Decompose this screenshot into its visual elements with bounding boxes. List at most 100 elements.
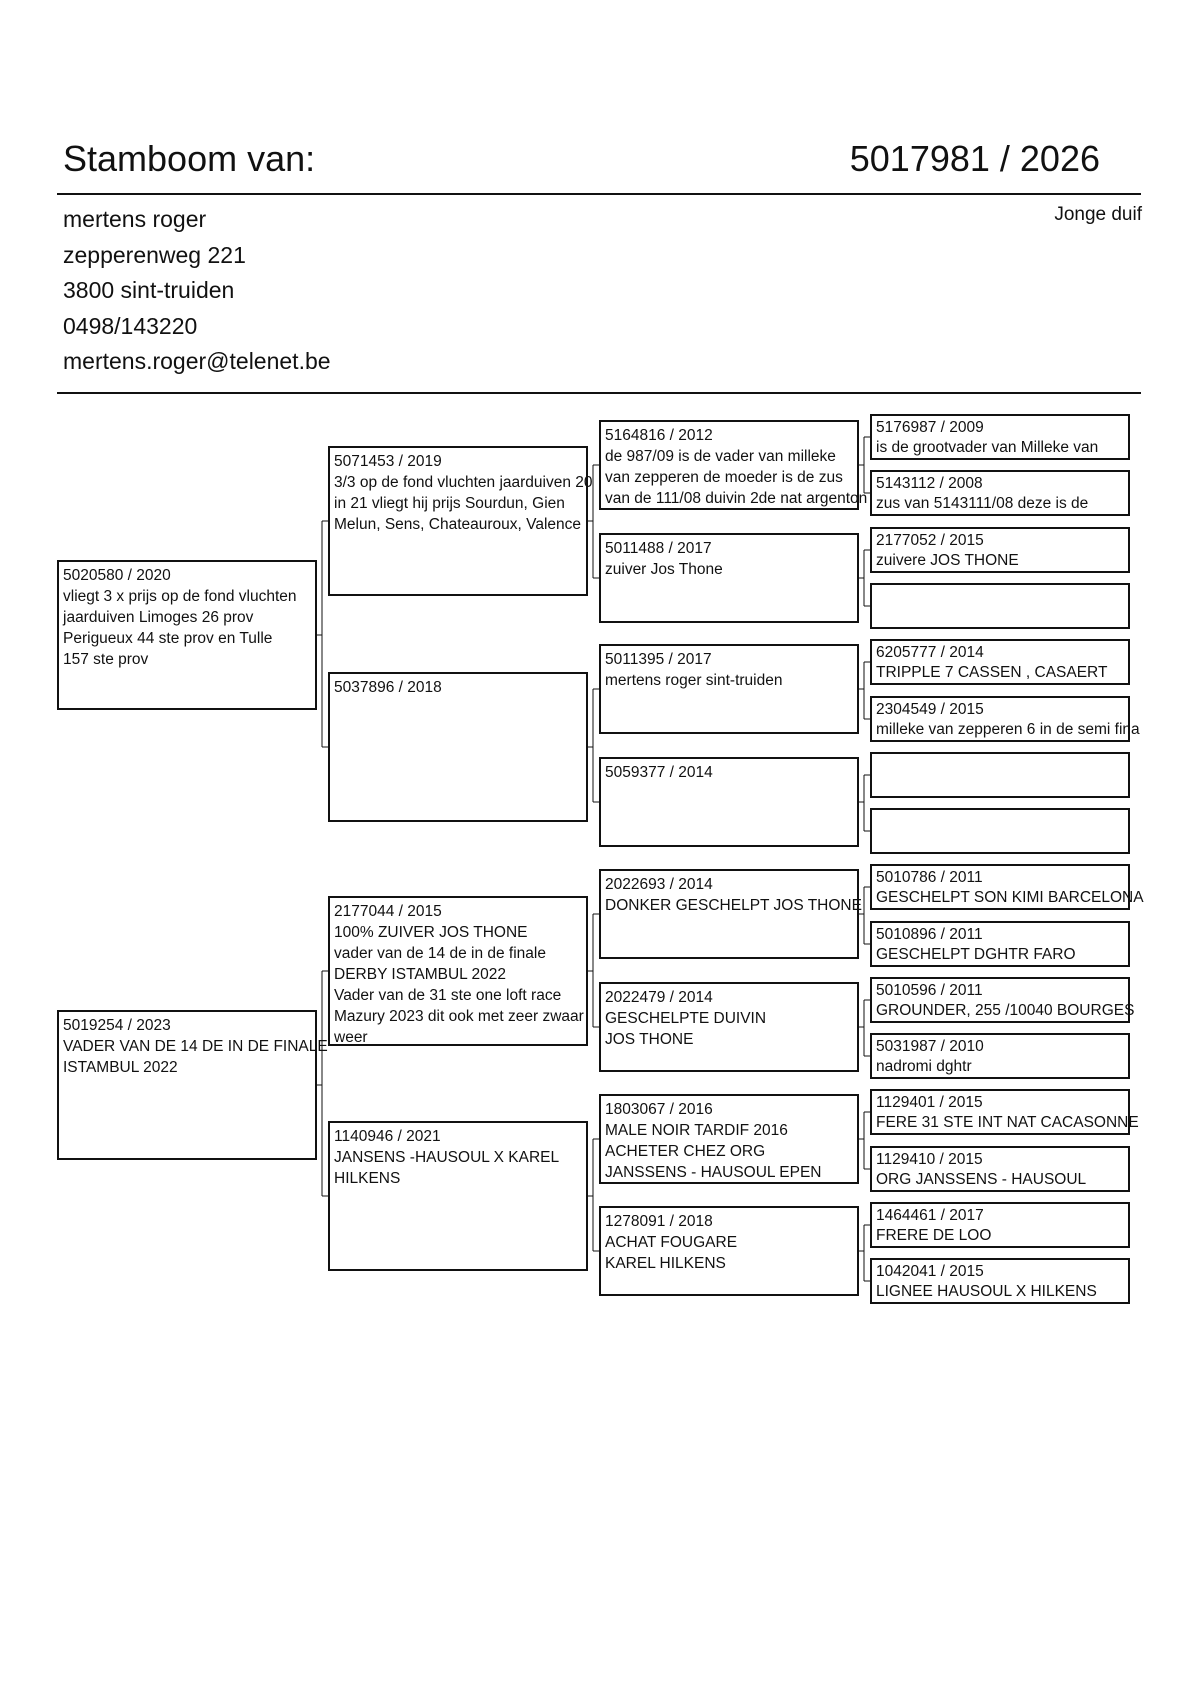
pedigree-gen1-bird-1: 5020580 / 2020 vliegt 3 x prijs op de fon… [57, 560, 317, 710]
bird-ring-number: 5037896 / 2018 [334, 679, 442, 696]
bird-note-line: JANSSENS - HAUSOUL EPEN [605, 1164, 822, 1181]
bird-note-line: HILKENS [334, 1170, 401, 1187]
bird-note-line: KAREL HILKENS [605, 1255, 726, 1272]
pedigree-gen4-bird-4 [870, 583, 1130, 629]
bird-ring-number: 5011488 / 2017 [605, 540, 712, 557]
page-title: Stamboom van: [63, 138, 316, 179]
bird-ring-number: 2022479 / 2014 [605, 989, 713, 1006]
bird-note-line: GESCHELPT DGHTR FARO [876, 946, 1076, 963]
bird-note-line: Vader van de 31 ste one loft race [334, 987, 562, 1004]
pedigree-gen2-bird-2: 5037896 / 2018 [328, 672, 588, 822]
pedigree-gen4-bird-7 [870, 752, 1130, 798]
owner-street: zepperenweg 221 [63, 241, 246, 268]
bird-ring-number: 5164816 / 2012 [605, 427, 713, 444]
bird-ring-number: 2022693 / 2014 [605, 876, 713, 893]
pigeon-ring-number: 5017981 / 2026 [849, 138, 1100, 179]
bird-note-line: 3/3 op de fond vluchten jaarduiven 20 [334, 474, 593, 491]
bird-ring-number: 5031987 / 2010 [876, 1038, 984, 1055]
bird-note-line: MALE NOIR TARDIF 2016 [605, 1122, 788, 1139]
bird-note-line: 100% ZUIVER JOS THONE [334, 924, 528, 941]
bird-note-line: ACHETER CHEZ ORG [605, 1143, 766, 1160]
header-divider [57, 193, 1141, 195]
bird-note-line: LIGNEE HAUSOUL X HILKENS [876, 1283, 1097, 1300]
bird-note-line: in 21 vliegt hij prijs Sourdun, Gien [334, 495, 565, 512]
bird-note-line: 157 ste prov [63, 651, 149, 668]
bird-note-line: Perigueux 44 ste prov en Tulle [63, 630, 273, 647]
owner-divider [57, 392, 1141, 394]
owner-phone: 0498/143220 [63, 312, 198, 339]
bird-ring-number: 6205777 / 2014 [876, 644, 984, 661]
pedigree-gen4-bird-12: 5031987 / 2010 nadromi dghtr [870, 1033, 1130, 1079]
pedigree-gen4-bird-6: 2304549 / 2015 milleke van zepperen 6 in … [870, 696, 1140, 742]
bird-note-line: GESCHELPT SON KIMI BARCELONA [876, 889, 1144, 906]
bird-note-line: vliegt 3 x prijs op de fond vluchten [63, 588, 297, 605]
bird-ring-number: 1129401 / 2015 [876, 1094, 983, 1111]
bird-note-line: FERE 31 STE INT NAT CACASONNE [876, 1114, 1139, 1131]
bird-note-line: ORG JANSSENS - HAUSOUL [876, 1171, 1087, 1188]
bird-note-line: JANSENS -HAUSOUL X KAREL [334, 1149, 560, 1166]
bird-ring-number: 5019254 / 2023 [63, 1017, 171, 1034]
bird-note-line: jaarduiven Limoges 26 prov [63, 609, 254, 626]
bird-note-line: Mazury 2023 dit ook met zeer zwaar [334, 1008, 584, 1025]
bird-ring-number: 2304549 / 2015 [876, 701, 984, 718]
pedigree-gen3-bird-4: 5059377 / 2014 [599, 757, 859, 847]
bird-note-line: DERBY ISTAMBUL 2022 [334, 966, 507, 983]
bird-note-line: zuivere JOS THONE [876, 552, 1019, 569]
bird-note-line: nadromi dghtr [876, 1058, 972, 1075]
bird-note-line: van de 111/08 duivin 2de nat argenton [605, 490, 868, 507]
bird-note-line: weer [334, 1029, 368, 1046]
bird-ring-number: 5059377 / 2014 [605, 764, 713, 781]
bird-note-line: GESCHELPTE DUIVIN [605, 1010, 767, 1027]
pigeon-category: Jonge duif [1054, 204, 1142, 225]
bird-note-line: zuiver Jos Thone [605, 561, 723, 578]
bird-note-line: TRIPPLE 7 CASSEN , CASAERT [876, 664, 1108, 681]
owner-details: mertens roger zepperenweg 221 3800 sint-… [63, 202, 331, 380]
bird-ring-number: 2177044 / 2015 [334, 903, 442, 920]
bird-ring-number: 2177052 / 2015 [876, 532, 984, 549]
bird-ring-number: 5143112 / 2008 [876, 475, 983, 492]
bird-ring-number: 5010596 / 2011 [876, 982, 983, 999]
bird-ring-number: 1140946 / 2021 [334, 1128, 441, 1145]
owner-city: 3800 sint-truiden [63, 277, 235, 303]
bird-ring-number: 5011395 / 2017 [605, 651, 712, 668]
bird-note-line: DONKER GESCHELPT JOS THONE [605, 897, 862, 914]
pedigree-gen3-bird-3: 5011395 / 2017 mertens roger sint-truiden [599, 644, 859, 734]
bird-note-line: de 987/09 is de vader van milleke [605, 448, 836, 465]
bird-note-line: GROUNDER, 255 /10040 BOURGES [876, 1002, 1135, 1019]
bird-ring-number: 1278091 / 2018 [605, 1213, 713, 1230]
owner-email: mertens.roger@telenet.be [63, 348, 331, 374]
bird-note-line: vader van de 14 de in de finale [334, 945, 546, 962]
pedigree-gen2-bird-3: 2177044 / 2015 100% ZUIVER JOS THONE vader… [328, 896, 588, 1046]
bird-note-line: Melun, Sens, Chateauroux, Valence [334, 516, 582, 533]
bird-ring-number: 1129410 / 2015 [876, 1151, 983, 1168]
bird-note-line: is de grootvader van Milleke van [876, 439, 1099, 456]
bird-ring-number: 5010896 / 2011 [876, 926, 983, 943]
bird-note-line: ACHAT FOUGARE [605, 1234, 738, 1251]
bird-ring-number: 5010786 / 2011 [876, 869, 983, 886]
bird-note-line: VADER VAN DE 14 DE IN DE FINALE [63, 1038, 328, 1055]
bird-ring-number: 5020580 / 2020 [63, 567, 171, 584]
bird-note-line: milleke van zepperen 6 in de semi fina [876, 721, 1140, 738]
bird-note-line: ISTAMBUL 2022 [63, 1059, 178, 1076]
bird-note-line: FRERE DE LOO [876, 1227, 992, 1244]
bird-note-line: mertens roger sint-truiden [605, 672, 783, 689]
bird-ring-number: 1803067 / 2016 [605, 1101, 713, 1118]
pedigree-gen4-bird-3: 2177052 / 2015 zuivere JOS THONE [870, 527, 1130, 573]
